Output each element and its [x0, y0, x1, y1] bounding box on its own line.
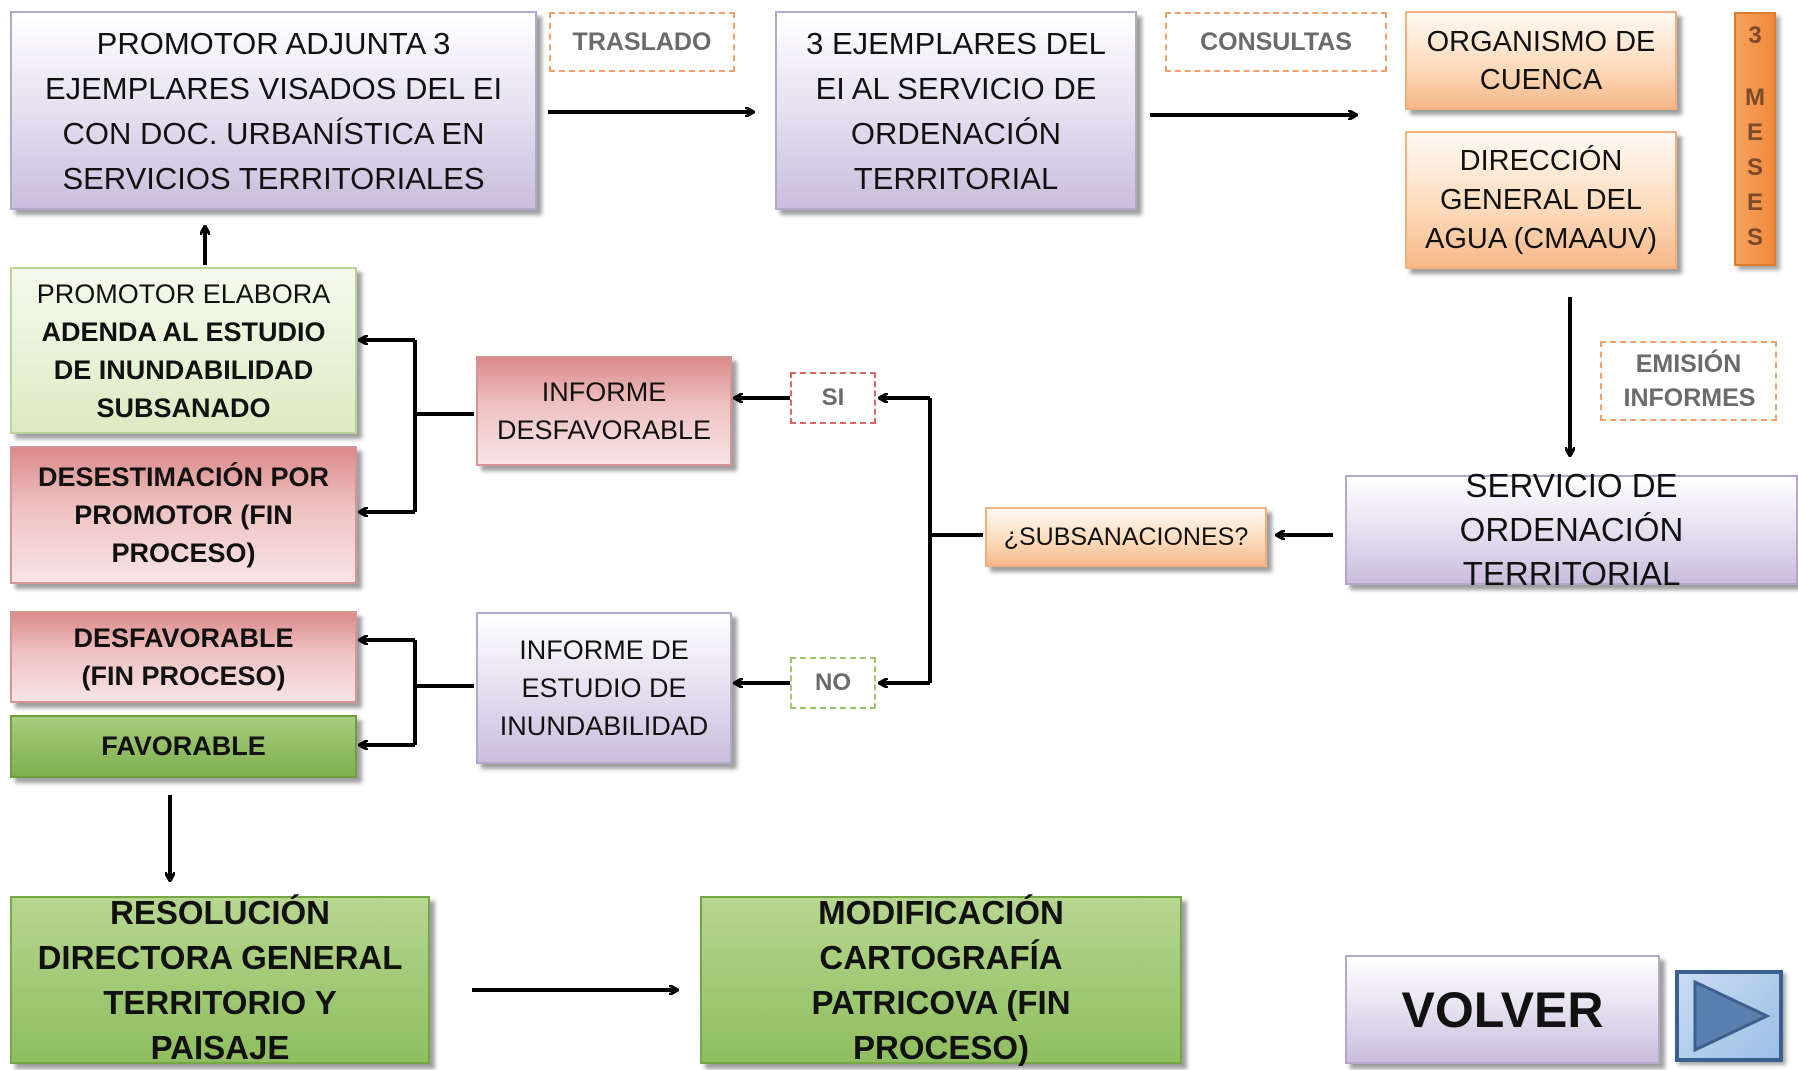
- play-triangle-icon: [1693, 979, 1771, 1053]
- meses-number: 3: [1748, 22, 1762, 49]
- volver-button[interactable]: VOLVER: [1345, 955, 1660, 1064]
- node-informe-desfavorable: INFORME DESFAVORABLE: [476, 356, 732, 466]
- meses-bar: 3 M E S E S: [1734, 12, 1776, 266]
- label-si: SI: [790, 372, 876, 424]
- node-promotor-elabora: PROMOTOR ELABORA ADENDA AL ESTUDIO DE IN…: [10, 267, 357, 434]
- label-consultas-text: CONSULTAS: [1200, 27, 1352, 56]
- node-desfavorable: DESFAVORABLE (FIN PROCESO): [10, 611, 357, 703]
- node-resolucion-text: RESOLUCIÓN DIRECTORA GENERAL TERRITORIO …: [37, 894, 403, 1066]
- meses-letter: S: [1746, 224, 1763, 251]
- volver-button-label: VOLVER: [1401, 981, 1604, 1038]
- node-direccion-agua-text: DIRECCIÓN GENERAL DEL AGUA (CMAAUV): [1424, 144, 1658, 255]
- node-organismo-cuenca-text: ORGANISMO DE CUENCA: [1426, 25, 1656, 96]
- node-promotor-adjunta-text: PROMOTOR ADJUNTA 3 EJEMPLARES VISADOS DE…: [44, 25, 503, 196]
- label-emision-informes: EMISIÓN INFORMES: [1600, 341, 1777, 421]
- meses-letter: M: [1745, 84, 1765, 111]
- meses-letter: E: [1746, 119, 1763, 146]
- node-tres-ejemplares: 3 EJEMPLARES DEL EI AL SERVICIO DE ORDEN…: [775, 11, 1137, 210]
- node-subsanaciones-text: ¿SUBSANACIONES?: [1003, 522, 1249, 551]
- node-servicio-ordenacion: SERVICIO DE ORDENACIÓN TERRITORIAL: [1345, 467, 1798, 592]
- node-direccion-agua: DIRECCIÓN GENERAL DEL AGUA (CMAAUV): [1405, 131, 1677, 269]
- node-organismo-cuenca: ORGANISMO DE CUENCA: [1405, 11, 1677, 110]
- node-promotor-elabora-intro: PROMOTOR ELABORA: [36, 278, 331, 309]
- node-subsanaciones: ¿SUBSANACIONES?: [985, 507, 1267, 567]
- node-favorable-text: FAVORABLE: [101, 731, 266, 761]
- label-emision-text: EMISIÓN INFORMES: [1623, 350, 1756, 412]
- node-modificacion: MODIFICACIÓN CARTOGRAFÍA PATRICOVA (FIN …: [700, 894, 1182, 1066]
- meses-letter: E: [1746, 189, 1763, 216]
- label-si-text: SI: [821, 384, 845, 411]
- label-traslado-text: TRASLADO: [572, 27, 712, 56]
- meses-letter: S: [1746, 154, 1763, 181]
- play-next-button[interactable]: [1675, 970, 1783, 1062]
- node-promotor-adjunta: PROMOTOR ADJUNTA 3 EJEMPLARES VISADOS DE…: [10, 11, 537, 210]
- node-modificacion-text: MODIFICACIÓN CARTOGRAFÍA PATRICOVA (FIN …: [811, 894, 1071, 1066]
- node-informe-estudio-text: INFORME DE ESTUDIO DE INUNDABILIDAD: [499, 635, 709, 741]
- node-favorable: FAVORABLE: [10, 715, 357, 778]
- node-tres-ejemplares-text: 3 EJEMPLARES DEL EI AL SERVICIO DE ORDEN…: [806, 25, 1106, 196]
- node-desestimacion: DESESTIMACIÓN POR PROMOTOR (FIN PROCESO): [10, 446, 357, 584]
- node-resolucion: RESOLUCIÓN DIRECTORA GENERAL TERRITORIO …: [10, 894, 430, 1066]
- node-informe-desfavorable-text: INFORME DESFAVORABLE: [496, 377, 712, 445]
- label-consultas: CONSULTAS: [1165, 12, 1387, 72]
- label-no: NO: [790, 657, 876, 709]
- node-desfavorable-text: DESFAVORABLE (FIN PROCESO): [73, 623, 294, 691]
- node-desestimacion-text: DESESTIMACIÓN POR PROMOTOR (FIN PROCESO): [37, 462, 330, 568]
- node-informe-estudio: INFORME DE ESTUDIO DE INUNDABILIDAD: [476, 612, 732, 764]
- node-servicio-ordenacion-text: SERVICIO DE ORDENACIÓN TERRITORIAL: [1459, 467, 1684, 592]
- node-promotor-elabora-bold: ADENDA AL ESTUDIO DE INUNDABILIDAD SUBSA…: [41, 316, 326, 423]
- label-no-text: NO: [815, 669, 851, 696]
- label-traslado: TRASLADO: [549, 12, 735, 72]
